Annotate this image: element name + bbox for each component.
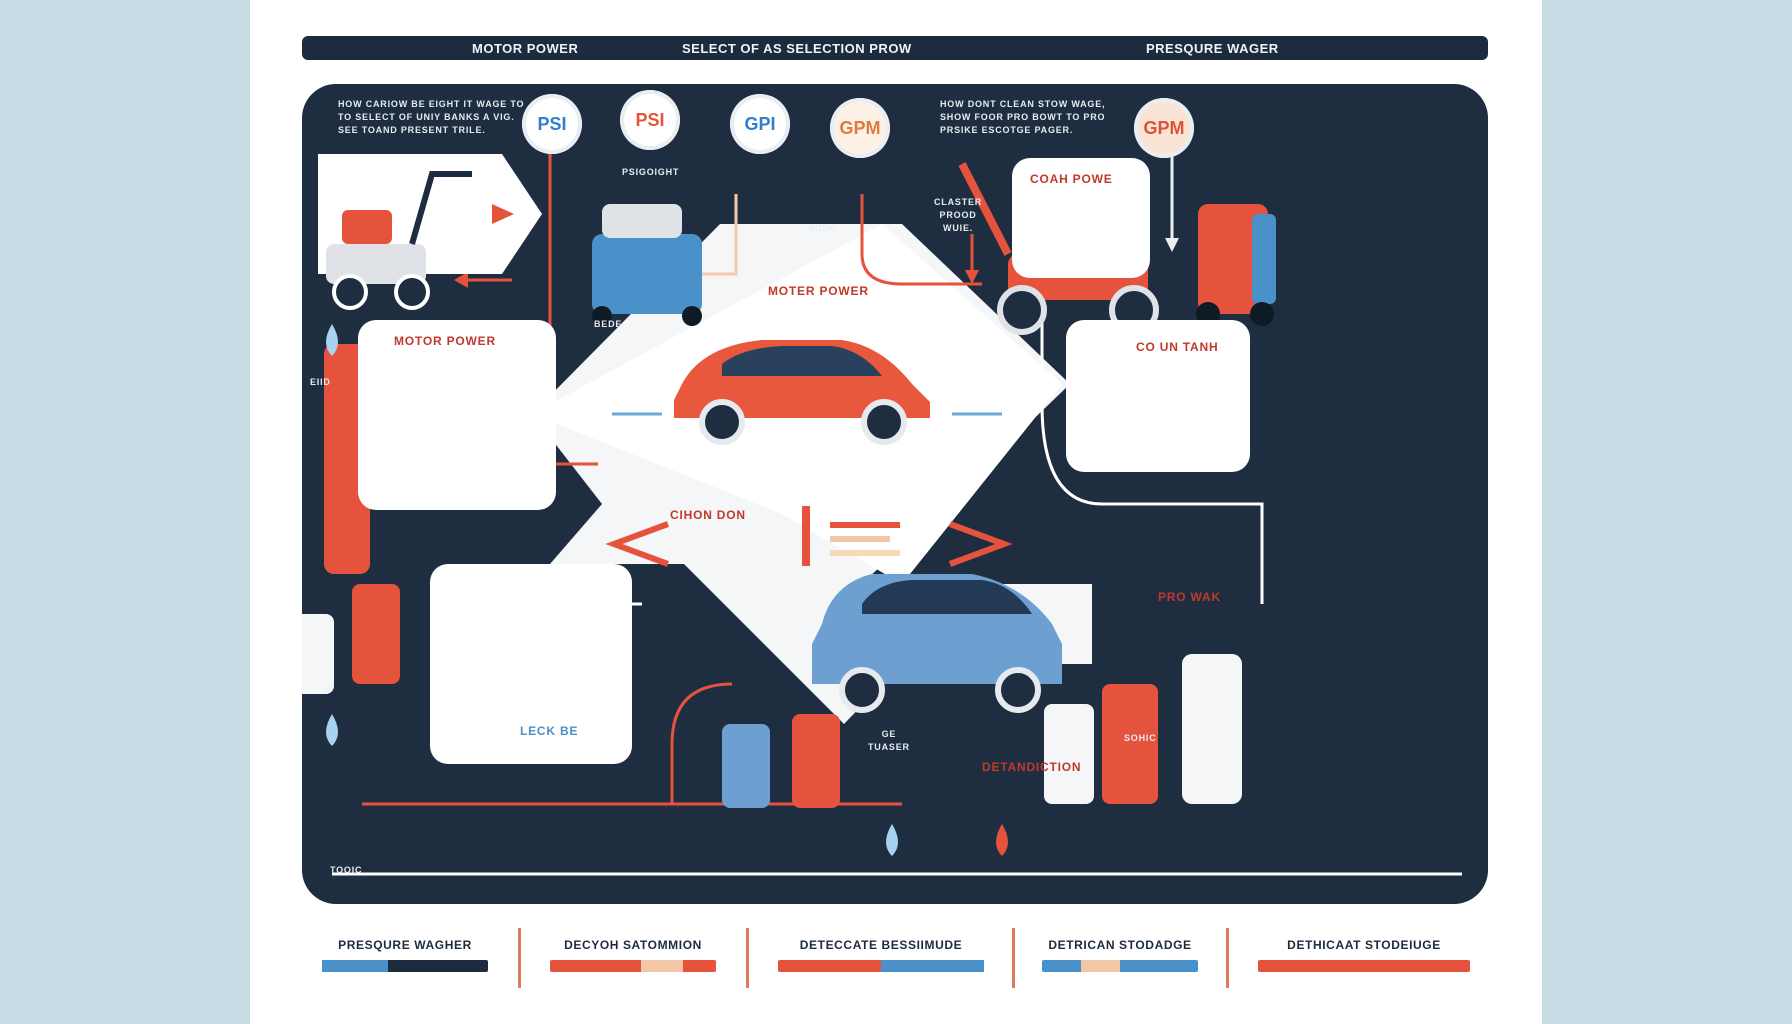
bottom-segment-1: PRESQURE WAGHER <box>310 938 500 998</box>
bottom-bar <box>322 960 488 972</box>
bottom-bar <box>550 960 716 972</box>
list-bar <box>830 550 900 556</box>
card-coal-title: COAH POWE <box>1030 172 1113 186</box>
bottom-bar-fill <box>1081 960 1120 972</box>
label-ge: GE TUASER <box>868 729 910 752</box>
card-leck-title: LECK BE <box>520 724 579 738</box>
label-tooic: TOOIC <box>330 865 363 875</box>
water-drop-icon-3 <box>886 824 898 856</box>
bottom-segment-2: DECYOH SATOMMION <box>538 938 728 998</box>
bottom-segment-5: DETHICAAT STODEIUGE <box>1246 938 1482 998</box>
center-motor-title: MOTER POWER <box>768 284 869 298</box>
label-bede: BEDE <box>594 319 623 329</box>
washer-top-center <box>592 204 702 326</box>
gauge-label: GPI <box>744 113 776 134</box>
divider <box>1226 928 1229 988</box>
list-bar <box>830 522 900 528</box>
card-counter-tank: CO UN TANH <box>1066 320 1250 472</box>
header-right: PRESQURE WAGER <box>1146 41 1279 56</box>
gauge-psi-2: PSI <box>620 90 680 150</box>
pipe-red-2 <box>860 194 982 286</box>
divider <box>1012 928 1015 988</box>
bottom-segment-3: DETECCATE BESSIIMUDE <box>766 938 996 998</box>
label-sodc: SODC <box>808 223 838 233</box>
water-drop-icon-4 <box>996 824 1008 856</box>
header-left: MOTOR POWER <box>472 41 579 56</box>
car-red <box>674 340 930 445</box>
bottom-label: DECYOH SATOMMION <box>564 938 702 952</box>
jugs-bottom <box>302 344 1242 808</box>
intro-left-text: HOW CARIOW BE EIGHT IT WAGE TO TO SELECT… <box>338 99 525 135</box>
card-top-left-arrow <box>492 204 514 224</box>
divider <box>518 928 521 988</box>
bottom-bar-fill <box>881 960 984 972</box>
card-detaction-title: DETANDICTION <box>982 760 1082 774</box>
label-claster: CLASTER PROOD WUIE. <box>934 197 983 233</box>
gauge-label: PSI <box>537 113 567 134</box>
list-bar <box>830 536 890 542</box>
gauge-label: GPM <box>1143 117 1185 138</box>
header-center: SELECT OF AS SELECTION PROW <box>682 41 912 56</box>
small-arrow-1-head <box>454 272 468 288</box>
card-coal-power: COAH POWE <box>1012 158 1150 278</box>
chevron-right-icon <box>948 521 1013 567</box>
card-motor-title: MOTOR POWER <box>394 334 496 348</box>
list-marker <box>802 506 810 566</box>
left-backdrop <box>0 0 250 1024</box>
intro-right-text: HOW DONT CLEAN STOW WAGE, SHOW FOOR PRO … <box>940 99 1106 135</box>
gauge-gpi: GPI <box>730 94 790 154</box>
gauge-label: PSI <box>635 109 665 130</box>
car-blue <box>812 574 1062 713</box>
pipe-white-1 <box>1040 244 1264 604</box>
card-counter-title: CO UN TANH <box>1136 340 1219 354</box>
bottom-bar <box>1042 960 1198 972</box>
label-eiid: EIID <box>310 377 331 387</box>
bottom-label: PRESQURE WAGHER <box>338 938 472 952</box>
card-motor-power: MOTOR POWER <box>358 320 556 510</box>
gauge-gpm-1: GPM <box>830 98 890 158</box>
washer-right-top <box>1196 204 1276 326</box>
water-drop-icon-2 <box>326 714 338 746</box>
down-arrow-2-head <box>1165 238 1179 252</box>
bottom-bar-fill <box>641 960 683 972</box>
bottom-segment-4: DETRICAN STODADGE <box>1030 938 1210 998</box>
right-backdrop <box>1542 0 1792 1024</box>
diagram-board: MOTOR POWER CO UN TANH COAH POWE LECK BE… <box>302 84 1488 904</box>
header-bar: MOTOR POWER SELECT OF AS SELECTION PROW … <box>302 36 1488 60</box>
chevron-left-icon <box>605 521 670 567</box>
card-pro-title: PRO WAK <box>1158 590 1221 604</box>
divider <box>746 928 749 988</box>
bottom-label: DETECCATE BESSIIMUDE <box>799 938 963 952</box>
gauge-label: GPM <box>839 117 881 138</box>
pipe-red-4 <box>670 682 733 804</box>
card-leck: LECK BE <box>430 564 632 764</box>
water-drop-icon <box>326 324 338 356</box>
gauge-gpm-2: GPM <box>1134 98 1194 158</box>
diagram-graphics <box>302 104 1462 876</box>
bottom-label: DETHICAAT STODEIUGE <box>1287 938 1441 952</box>
gauge-psi-1: PSI <box>522 94 582 154</box>
bottom-bar <box>778 960 984 972</box>
card-chon-title: CIHON DON <box>670 508 746 522</box>
bottom-bar-fill <box>322 960 389 972</box>
gauge-caption: PSIGOIGHT <box>622 167 680 177</box>
label-sohic: SOHIC <box>1124 733 1157 743</box>
down-arrow-1-head <box>965 270 979 284</box>
bottom-bar <box>1258 960 1470 972</box>
mower-top-left <box>326 171 472 310</box>
bottom-label: DETRICAN STODADGE <box>1048 938 1192 952</box>
